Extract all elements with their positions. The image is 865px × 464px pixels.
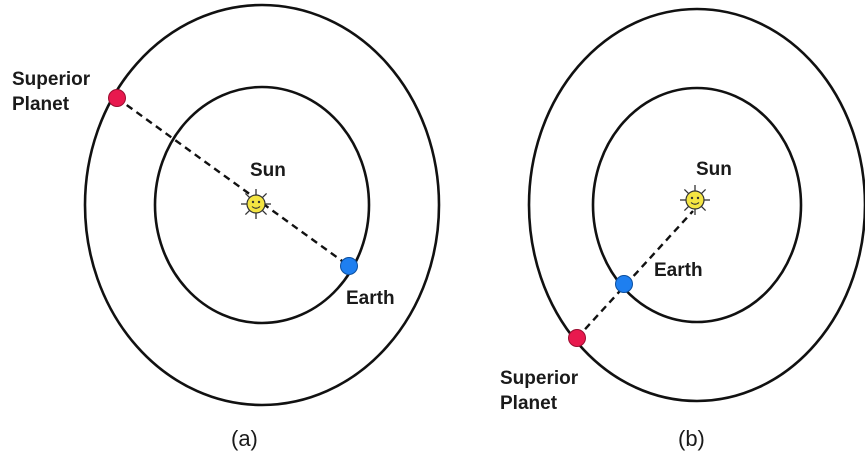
inner-orbit bbox=[591, 86, 803, 324]
earth-label: Earth bbox=[654, 260, 703, 281]
earth-marker bbox=[340, 257, 358, 275]
sun-icon bbox=[241, 189, 271, 219]
earth-label: Earth bbox=[346, 288, 395, 309]
superior-planet-label-line1: Superior bbox=[12, 69, 91, 90]
panel-a: Sun Earth Superior Planet (a) bbox=[12, 3, 441, 451]
superior-planet-marker bbox=[568, 329, 586, 347]
panel-caption: (a) bbox=[231, 426, 258, 451]
superior-planet-label-line1: Superior bbox=[500, 368, 579, 389]
panel-caption: (b) bbox=[678, 426, 705, 451]
outer-orbit bbox=[83, 3, 441, 407]
superior-planet-label-line2: Planet bbox=[500, 393, 558, 414]
superior-planet-marker bbox=[108, 89, 126, 107]
panel-b: Sun Earth Superior Planet (b) bbox=[500, 7, 865, 451]
earth-marker bbox=[615, 275, 633, 293]
alignment-line bbox=[116, 97, 350, 267]
sun-label: Sun bbox=[250, 160, 286, 181]
inner-orbit bbox=[153, 85, 371, 325]
sun-icon bbox=[680, 185, 710, 215]
superior-planet-label-line2: Planet bbox=[12, 94, 70, 115]
alignment-line bbox=[576, 210, 694, 339]
sun-label: Sun bbox=[696, 159, 732, 180]
outer-orbit bbox=[527, 7, 865, 403]
